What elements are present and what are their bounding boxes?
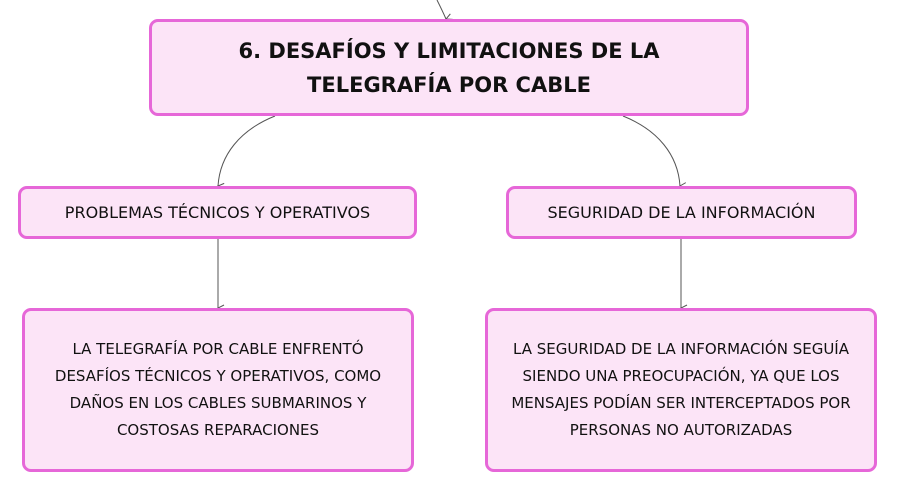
branch-technical-problems-label: PROBLEMAS TÉCNICOS Y OPERATIVOS <box>64 203 371 222</box>
detail-technical-problems-node[interactable]: LA TELEGRAFÍA POR CABLE ENFRENTÓ DESAFÍO… <box>22 308 414 472</box>
detail-technical-problems-text: LA TELEGRAFÍA POR CABLE ENFRENTÓ DESAFÍO… <box>54 340 382 439</box>
branch-information-security-label: SEGURIDAD DE LA INFORMACIÓN <box>547 203 816 222</box>
branch-information-security-node[interactable]: SEGURIDAD DE LA INFORMACIÓN <box>506 186 857 239</box>
detail-information-security-text: LA SEGURIDAD DE LA INFORMACIÓN SEGUÍA SI… <box>511 340 851 439</box>
root-topic-title: 6. DESAFÍOS Y LIMITACIONES DE LA TELEGRA… <box>238 38 660 97</box>
root-topic-node[interactable]: 6. DESAFÍOS Y LIMITACIONES DE LA TELEGRA… <box>149 19 749 116</box>
connector-incoming <box>436 0 446 19</box>
connector-root-to-left-branch <box>218 115 276 186</box>
detail-information-security-node[interactable]: LA SEGURIDAD DE LA INFORMACIÓN SEGUÍA SI… <box>485 308 877 472</box>
connector-root-to-right-branch <box>622 115 680 186</box>
branch-technical-problems-node[interactable]: PROBLEMAS TÉCNICOS Y OPERATIVOS <box>18 186 417 239</box>
